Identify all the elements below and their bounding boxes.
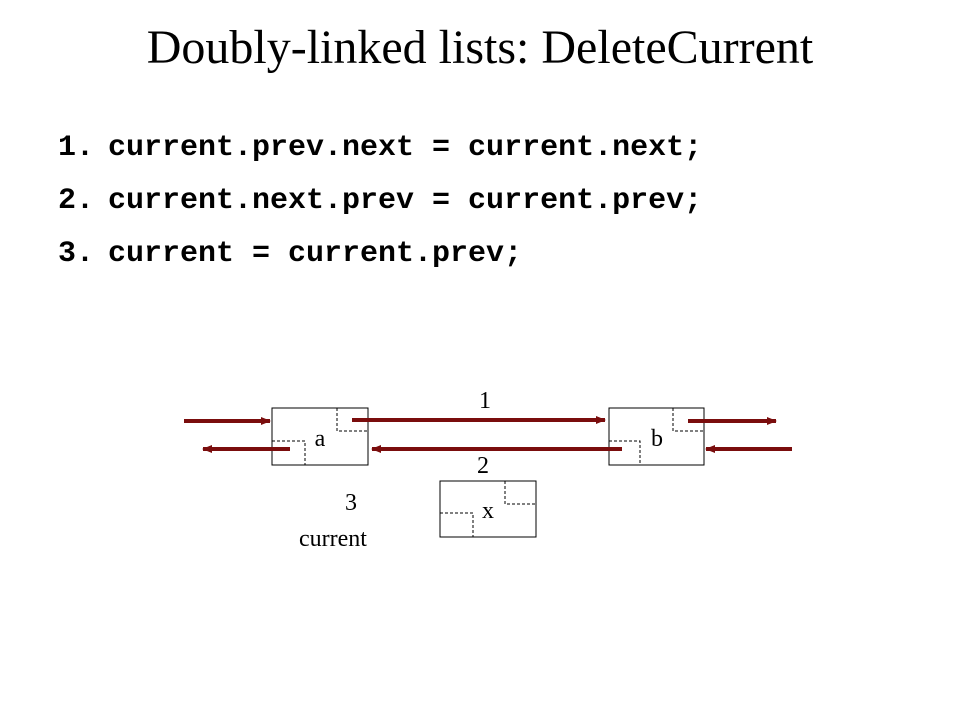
code-line-text: current = current.prev; <box>108 237 523 271</box>
code-line-number: 3. <box>58 237 95 271</box>
node-a-prev-field <box>272 440 306 465</box>
step-1-label: 1 <box>479 388 491 414</box>
node-b: b <box>608 407 705 466</box>
node-a-label: a <box>315 426 326 452</box>
code-line-1: 1. current.prev.next = current.next; <box>58 122 702 175</box>
node-b-prev-field <box>609 440 641 465</box>
code-line-3: 3. current = current.prev; <box>58 228 702 281</box>
code-line-2: 2. current.next.prev = current.prev; <box>58 175 702 228</box>
code-line-text: current.prev.next = current.next; <box>108 131 703 165</box>
step-3-label: 3 <box>345 490 357 516</box>
slide-title: Doubly-linked lists: DeleteCurrent <box>146 21 814 74</box>
code-line-number: 1. <box>58 131 95 165</box>
node-b-box <box>608 407 705 466</box>
code-listing: 1. current.prev.next = current.next; 2. … <box>58 122 702 281</box>
node-x-label: x <box>482 498 494 524</box>
node-a-next-field <box>336 408 368 432</box>
node-x: x <box>439 480 537 538</box>
node-a-box <box>271 407 369 466</box>
node-x-box <box>439 480 537 538</box>
code-line-number: 2. <box>58 184 95 218</box>
node-x-prev-field <box>440 512 474 537</box>
code-line-text: current.next.prev = current.prev; <box>108 184 703 218</box>
step-2-label: 2 <box>477 453 489 479</box>
current-variable-label: current <box>299 526 367 552</box>
node-x-next-field <box>504 481 536 505</box>
node-b-next-field <box>672 408 704 432</box>
node-a: a <box>271 407 369 466</box>
node-b-label: b <box>651 426 663 452</box>
